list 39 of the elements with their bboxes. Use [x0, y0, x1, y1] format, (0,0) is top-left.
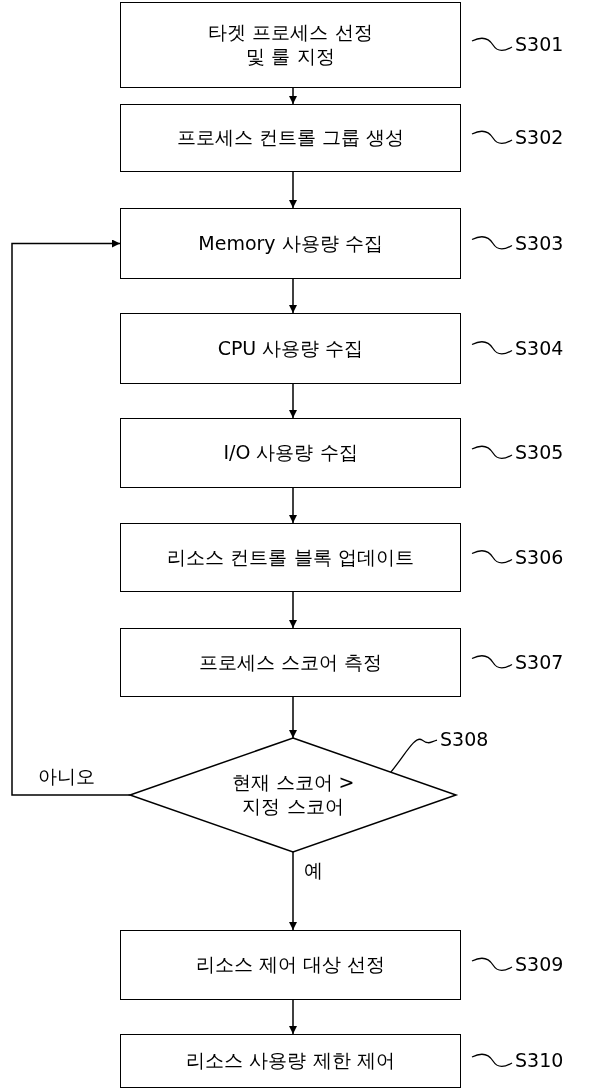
process-box [120, 313, 461, 384]
step-number: S306 [515, 545, 564, 568]
step-text: 리소스 제어 대상 선정 [195, 953, 386, 977]
step-number: S305 [515, 441, 564, 463]
arrow [11, 239, 131, 796]
arrow [289, 87, 297, 105]
arrow [289, 999, 297, 1035]
arrow [289, 591, 297, 629]
arrow [289, 696, 297, 739]
step-text: 현재 스코어 > 지정 스코어 [230, 771, 356, 819]
step-text: 프로세스 스코어 측정 [198, 650, 383, 675]
step-text: 리소스 컨트롤 블록 업데이트 [167, 545, 414, 570]
arrow [289, 383, 297, 419]
step-number: S302 [515, 126, 564, 148]
process-box [120, 523, 461, 592]
process-box [120, 104, 461, 172]
step-text: 타겟 프로세스 선정 및 룰 지정 [207, 21, 374, 69]
step-number: S308 [440, 728, 489, 750]
step-text: I/O 사용량 수집 [223, 441, 358, 465]
process-box [120, 930, 461, 1000]
process-box [120, 2, 461, 88]
process-box [120, 1034, 461, 1088]
process-box [120, 208, 461, 279]
step-text: CPU 사용량 수집 [217, 336, 364, 361]
step-number: S301 [515, 33, 564, 55]
step-number: S309 [515, 953, 564, 975]
arrow [289, 171, 297, 209]
step-text: Memory 사용량 수집 [198, 231, 383, 256]
arrow [289, 851, 297, 931]
process-box [120, 418, 461, 488]
arrow [289, 487, 297, 524]
step-number: S310 [515, 1049, 564, 1071]
arrow [289, 278, 297, 314]
step-number: S303 [515, 231, 564, 254]
step-number: S307 [515, 650, 564, 673]
step-text: 프로세스 컨트롤 그룹 생성 [176, 126, 405, 150]
process-box [120, 628, 461, 697]
step-text: 리소스 사용량 제한 제어 [186, 1049, 395, 1073]
step-number: S304 [515, 336, 564, 359]
